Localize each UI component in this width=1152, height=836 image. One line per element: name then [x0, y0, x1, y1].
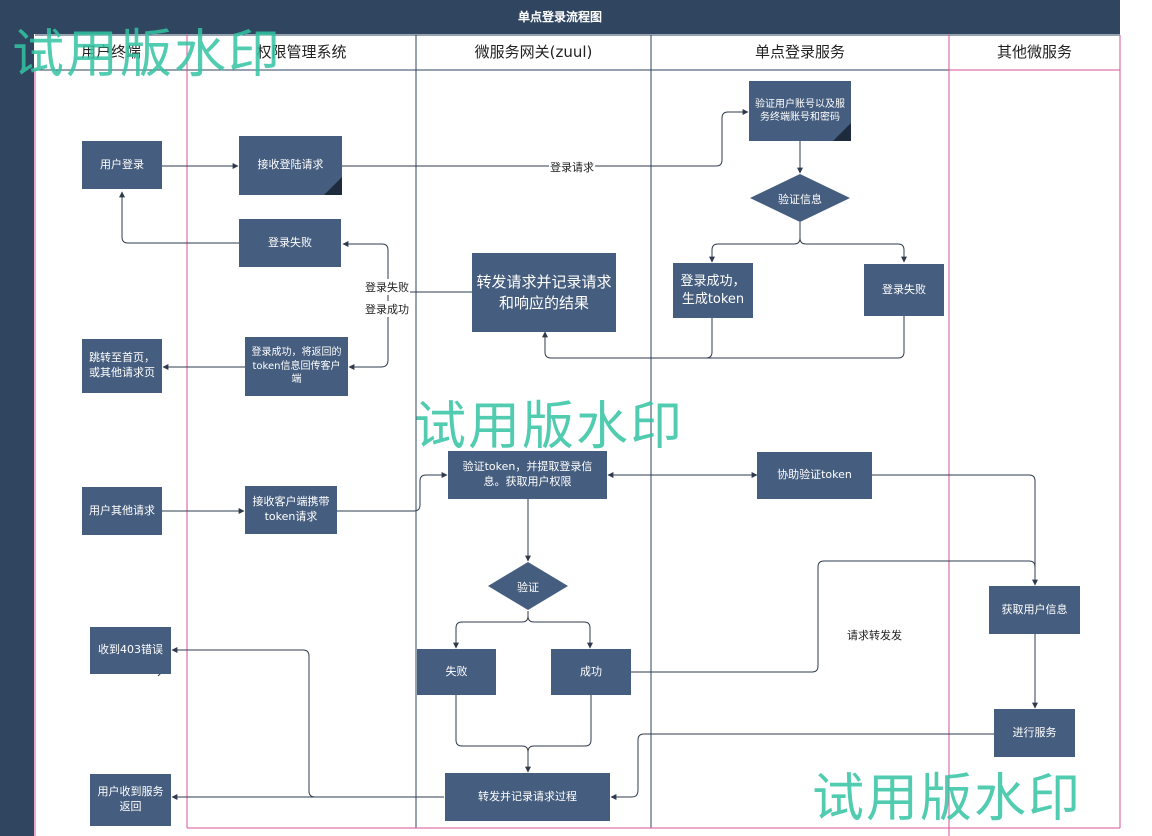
lane-user-terminal: 用户终端: [80, 43, 141, 61]
title-bar: [0, 0, 1120, 34]
watermark-bottom-right: 试用版水印: [812, 769, 1083, 829]
user-login-node: 用户登录: [82, 141, 162, 189]
verify-diamond: [488, 562, 568, 610]
diagram-title: 单点登录流程图: [517, 10, 602, 24]
user-other-request-node: 用户其他请求: [82, 487, 162, 535]
receive-403-node: 收到403错误: [90, 627, 171, 674]
edge-label-login-request: 登录请求: [549, 159, 595, 175]
forward-record-process-node: 转发并记录请求过程: [445, 773, 610, 821]
login-success-token-node: 登录成功，生成token: [673, 263, 753, 318]
verify-token-extract-node: 验证token，并提取登录信息。获取用户权限: [448, 451, 607, 499]
user-receive-service-node: 用户收到服务返回: [90, 774, 171, 826]
fail-node: 失败: [417, 649, 496, 695]
receive-login-node: 接收登陆请求: [239, 136, 342, 195]
jump-home-node: 跳转至首页，或其他请求页: [82, 339, 162, 393]
edge-label-login-fail: 登录失败: [364, 279, 410, 295]
left-bar: [0, 0, 34, 836]
get-user-info-node: 获取用户信息: [989, 586, 1080, 634]
verify-label: 验证: [517, 581, 539, 594]
verify-info-diamond: [750, 174, 850, 222]
assist-verify-token-node: 协助验证token: [757, 452, 872, 499]
lane-gateway: 微服务网关(zuul): [474, 43, 593, 61]
verify-info-label: 验证信息: [778, 193, 822, 206]
login-fail-perm-node: 登录失败: [239, 219, 341, 267]
watermark-top-left: 试用版水印: [12, 25, 283, 85]
do-service-node: 进行服务: [994, 709, 1075, 757]
success-node: 成功: [551, 649, 631, 695]
watermark-center: 试用版水印: [414, 397, 685, 457]
login-success-return-node: 登录成功，将返回的token信息回传客户端: [245, 337, 348, 396]
edge-label-request-forward: 请求转发发: [846, 627, 903, 643]
edge-label-login-success: 登录成功: [364, 301, 410, 317]
lane-other-services: 其他微服务: [996, 43, 1072, 61]
verify-account-node: 验证用户账号以及服务终端账号和密码: [749, 81, 851, 141]
forward-record-result-node: 转发请求并记录请求和响应的结果: [472, 253, 616, 332]
lane-sso-service: 单点登录服务: [754, 43, 845, 61]
lane-permission-system: 权限管理系统: [256, 43, 347, 61]
receive-token-request-node: 接收客户端携带token请求: [245, 486, 337, 534]
login-fail-sso-node: 登录失败: [864, 264, 944, 316]
